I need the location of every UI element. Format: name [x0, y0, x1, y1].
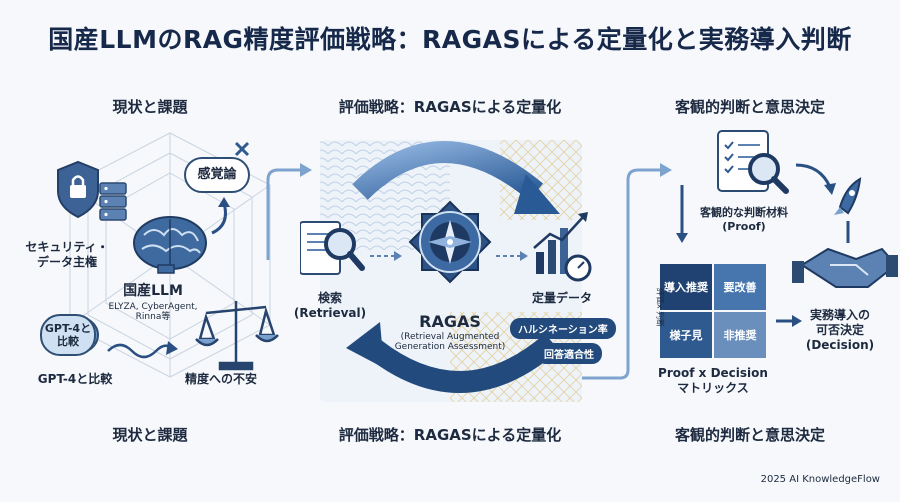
ragas-cycle-graphics	[300, 140, 592, 402]
footer-credit: 2025 AI KnowledgeFlow	[760, 474, 880, 485]
arrow-head-intuition	[218, 197, 230, 207]
metric-relevancy-pill: 回答適合性	[536, 343, 602, 364]
metric-hallucination-pill: ハルシネーション率	[510, 318, 616, 339]
section-header-strategy: 評価戦略：RAGASによる定量化	[338, 98, 562, 116]
bar-chart-icon	[533, 212, 592, 282]
matrix-title: Proof x Decision マトリックス	[658, 366, 768, 395]
intuition-cloud: 感覚論	[184, 157, 250, 193]
matrix-cell-improve: 要改善	[714, 264, 766, 310]
proof-label: 客観的な判断材料 (Proof)	[700, 206, 788, 233]
wavy-arrow-head	[166, 341, 178, 355]
ragas-label: RAGAS	[419, 312, 481, 331]
connector-middle-to-right	[578, 168, 660, 380]
document-search-icon	[300, 221, 365, 275]
compass-icon	[408, 200, 492, 284]
connector-arrow-head-1	[300, 163, 312, 177]
close-icon	[234, 141, 250, 157]
rocket-icon	[834, 177, 862, 215]
connector-arrow-head-2	[660, 163, 672, 177]
cycle-arrow-top-head	[514, 174, 560, 214]
security-label: セキュリティ・ データ主権	[25, 240, 109, 269]
right-panel-graphics	[676, 130, 898, 327]
wavy-arrow	[107, 343, 171, 359]
brain-icon	[133, 216, 207, 274]
ragas-fullname: (Retrieval Augmented Generation Assessme…	[394, 332, 506, 353]
page-title: 国産LLMのRAG精度評価戦略：RAGASによる定量化と実務導入判断	[48, 25, 852, 54]
handshake-icon	[792, 247, 898, 288]
section-footer-strategy: 評価戦略：RAGASによる定量化	[338, 426, 562, 444]
gpt-compare-label: GPT-4と比較	[37, 372, 113, 386]
cycle-arrow-bottom-head	[346, 322, 384, 368]
matrix-cell-not-recommend: 非推奨	[714, 312, 766, 358]
checklist-icon	[717, 130, 789, 194]
quant-data-label: 定量データ	[531, 291, 592, 305]
section-header-status: 現状と課題	[112, 98, 188, 116]
matrix-cell-wait: 様子見	[660, 312, 712, 358]
section-header-decision: 客観的判断と意思決定	[674, 98, 825, 116]
scale-icon	[195, 301, 279, 371]
section-footer-status: 現状と課題	[112, 426, 188, 444]
domestic-llm-examples: ELYZA, CyberAgent, Rinna等	[108, 302, 198, 323]
accuracy-worry-label: 精度への不安	[184, 372, 257, 386]
connector-left-to-middle	[266, 168, 300, 260]
decision-label: 実務導入の 可否決定 (Decision)	[805, 308, 875, 352]
cycle-arrow-top	[352, 141, 544, 201]
server-icon	[99, 182, 127, 221]
arrow-to-rocket	[795, 163, 832, 188]
gpt-compare-bubble: GPT-4と 比較	[40, 314, 96, 356]
domestic-llm-label: 国産LLM	[123, 283, 183, 299]
cycle-arrow-bottom	[358, 333, 560, 393]
matrix-y-axis-label: 評価x 判断	[655, 287, 665, 328]
shield-lock-icon	[57, 160, 99, 219]
retrieval-label: 検索 (Retrieval)	[293, 291, 367, 320]
section-footer-decision: 客観的判断と意思決定	[674, 426, 825, 444]
decision-matrix: 導入推奨 要改善 様子見 非推奨	[660, 264, 766, 358]
matrix-cell-recommend: 導入推奨	[660, 264, 712, 310]
